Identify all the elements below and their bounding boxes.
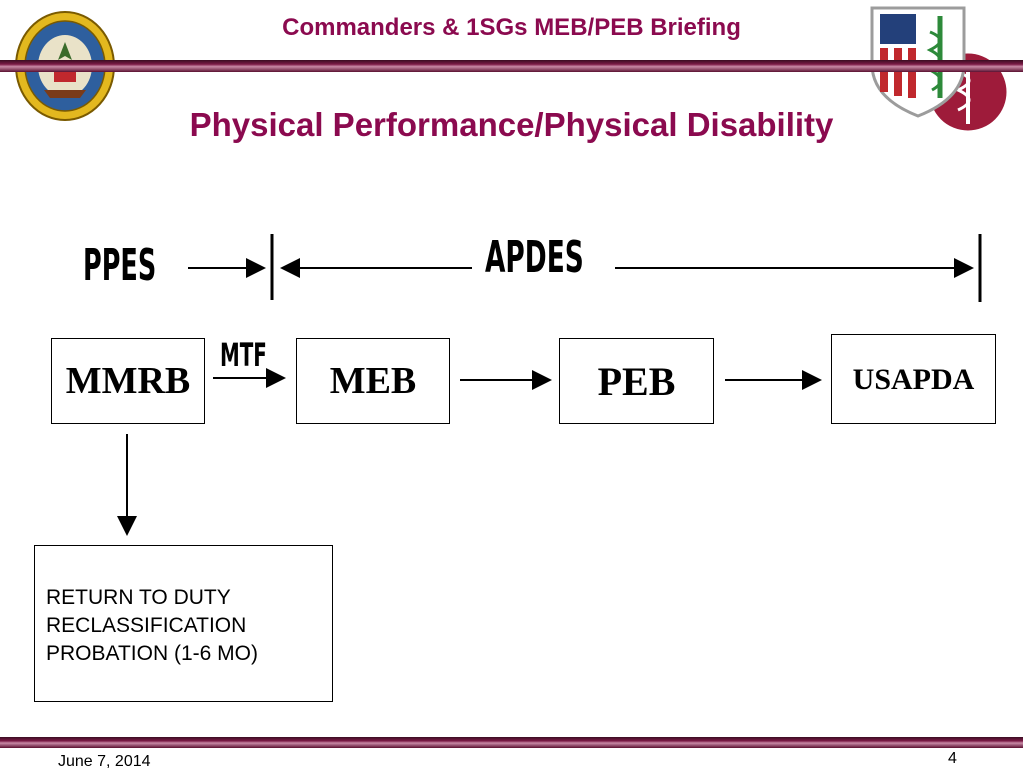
peb-box: PEB [559,338,714,424]
outcome-return-to-duty: RETURN TO DUTY [46,586,231,609]
outcomes-box: RETURN TO DUTY RECLASSIFICATION PROBATIO… [34,545,333,702]
mmrb-box: MMRB [51,338,205,424]
page-title: Physical Performance/Physical Disability [189,106,834,143]
header-bar [0,60,1023,72]
mtf-label: MTF [220,336,267,374]
footer-bar [0,737,1023,748]
outcome-reclassification: RECLASSIFICATION [46,614,247,637]
ppes-label: PPES [83,240,157,291]
page-number: 4 [948,750,957,767]
timeline-arrows [188,234,982,302]
footer-date: June 7, 2014 [58,753,151,770]
usapda-box: USAPDA [831,334,996,424]
meb-box: MEB [296,338,450,424]
header-title: Commanders & 1SGs MEB/PEB Briefing [282,14,741,41]
outcome-probation: PROBATION (1-6 MO) [46,642,258,665]
apdes-label: APDES [485,232,584,283]
flow-arrows [117,368,822,536]
